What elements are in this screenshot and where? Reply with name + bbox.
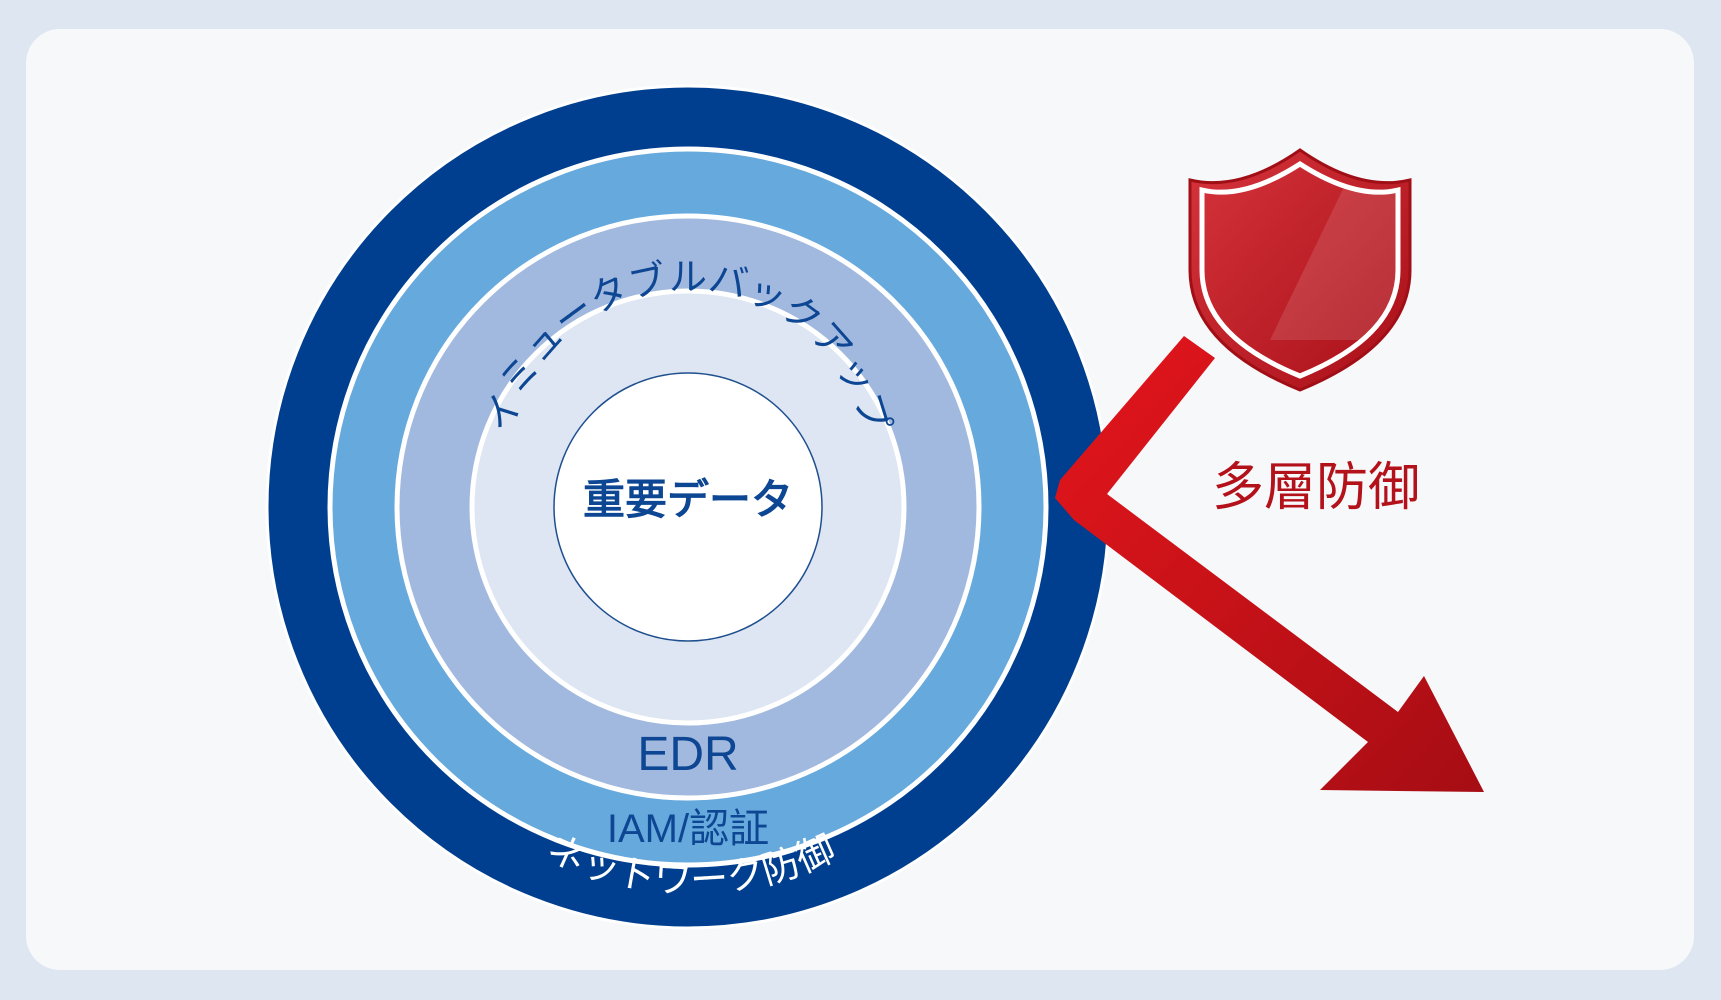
edr-label: EDR	[637, 728, 738, 781]
core-circle	[553, 372, 823, 642]
core-label: 重要データ	[583, 475, 793, 524]
shield-icon	[1188, 148, 1412, 392]
iam-label: IAM/認証	[607, 807, 769, 851]
side-label: 多層防御	[1212, 458, 1420, 518]
red-arrow-icon	[1055, 336, 1484, 792]
